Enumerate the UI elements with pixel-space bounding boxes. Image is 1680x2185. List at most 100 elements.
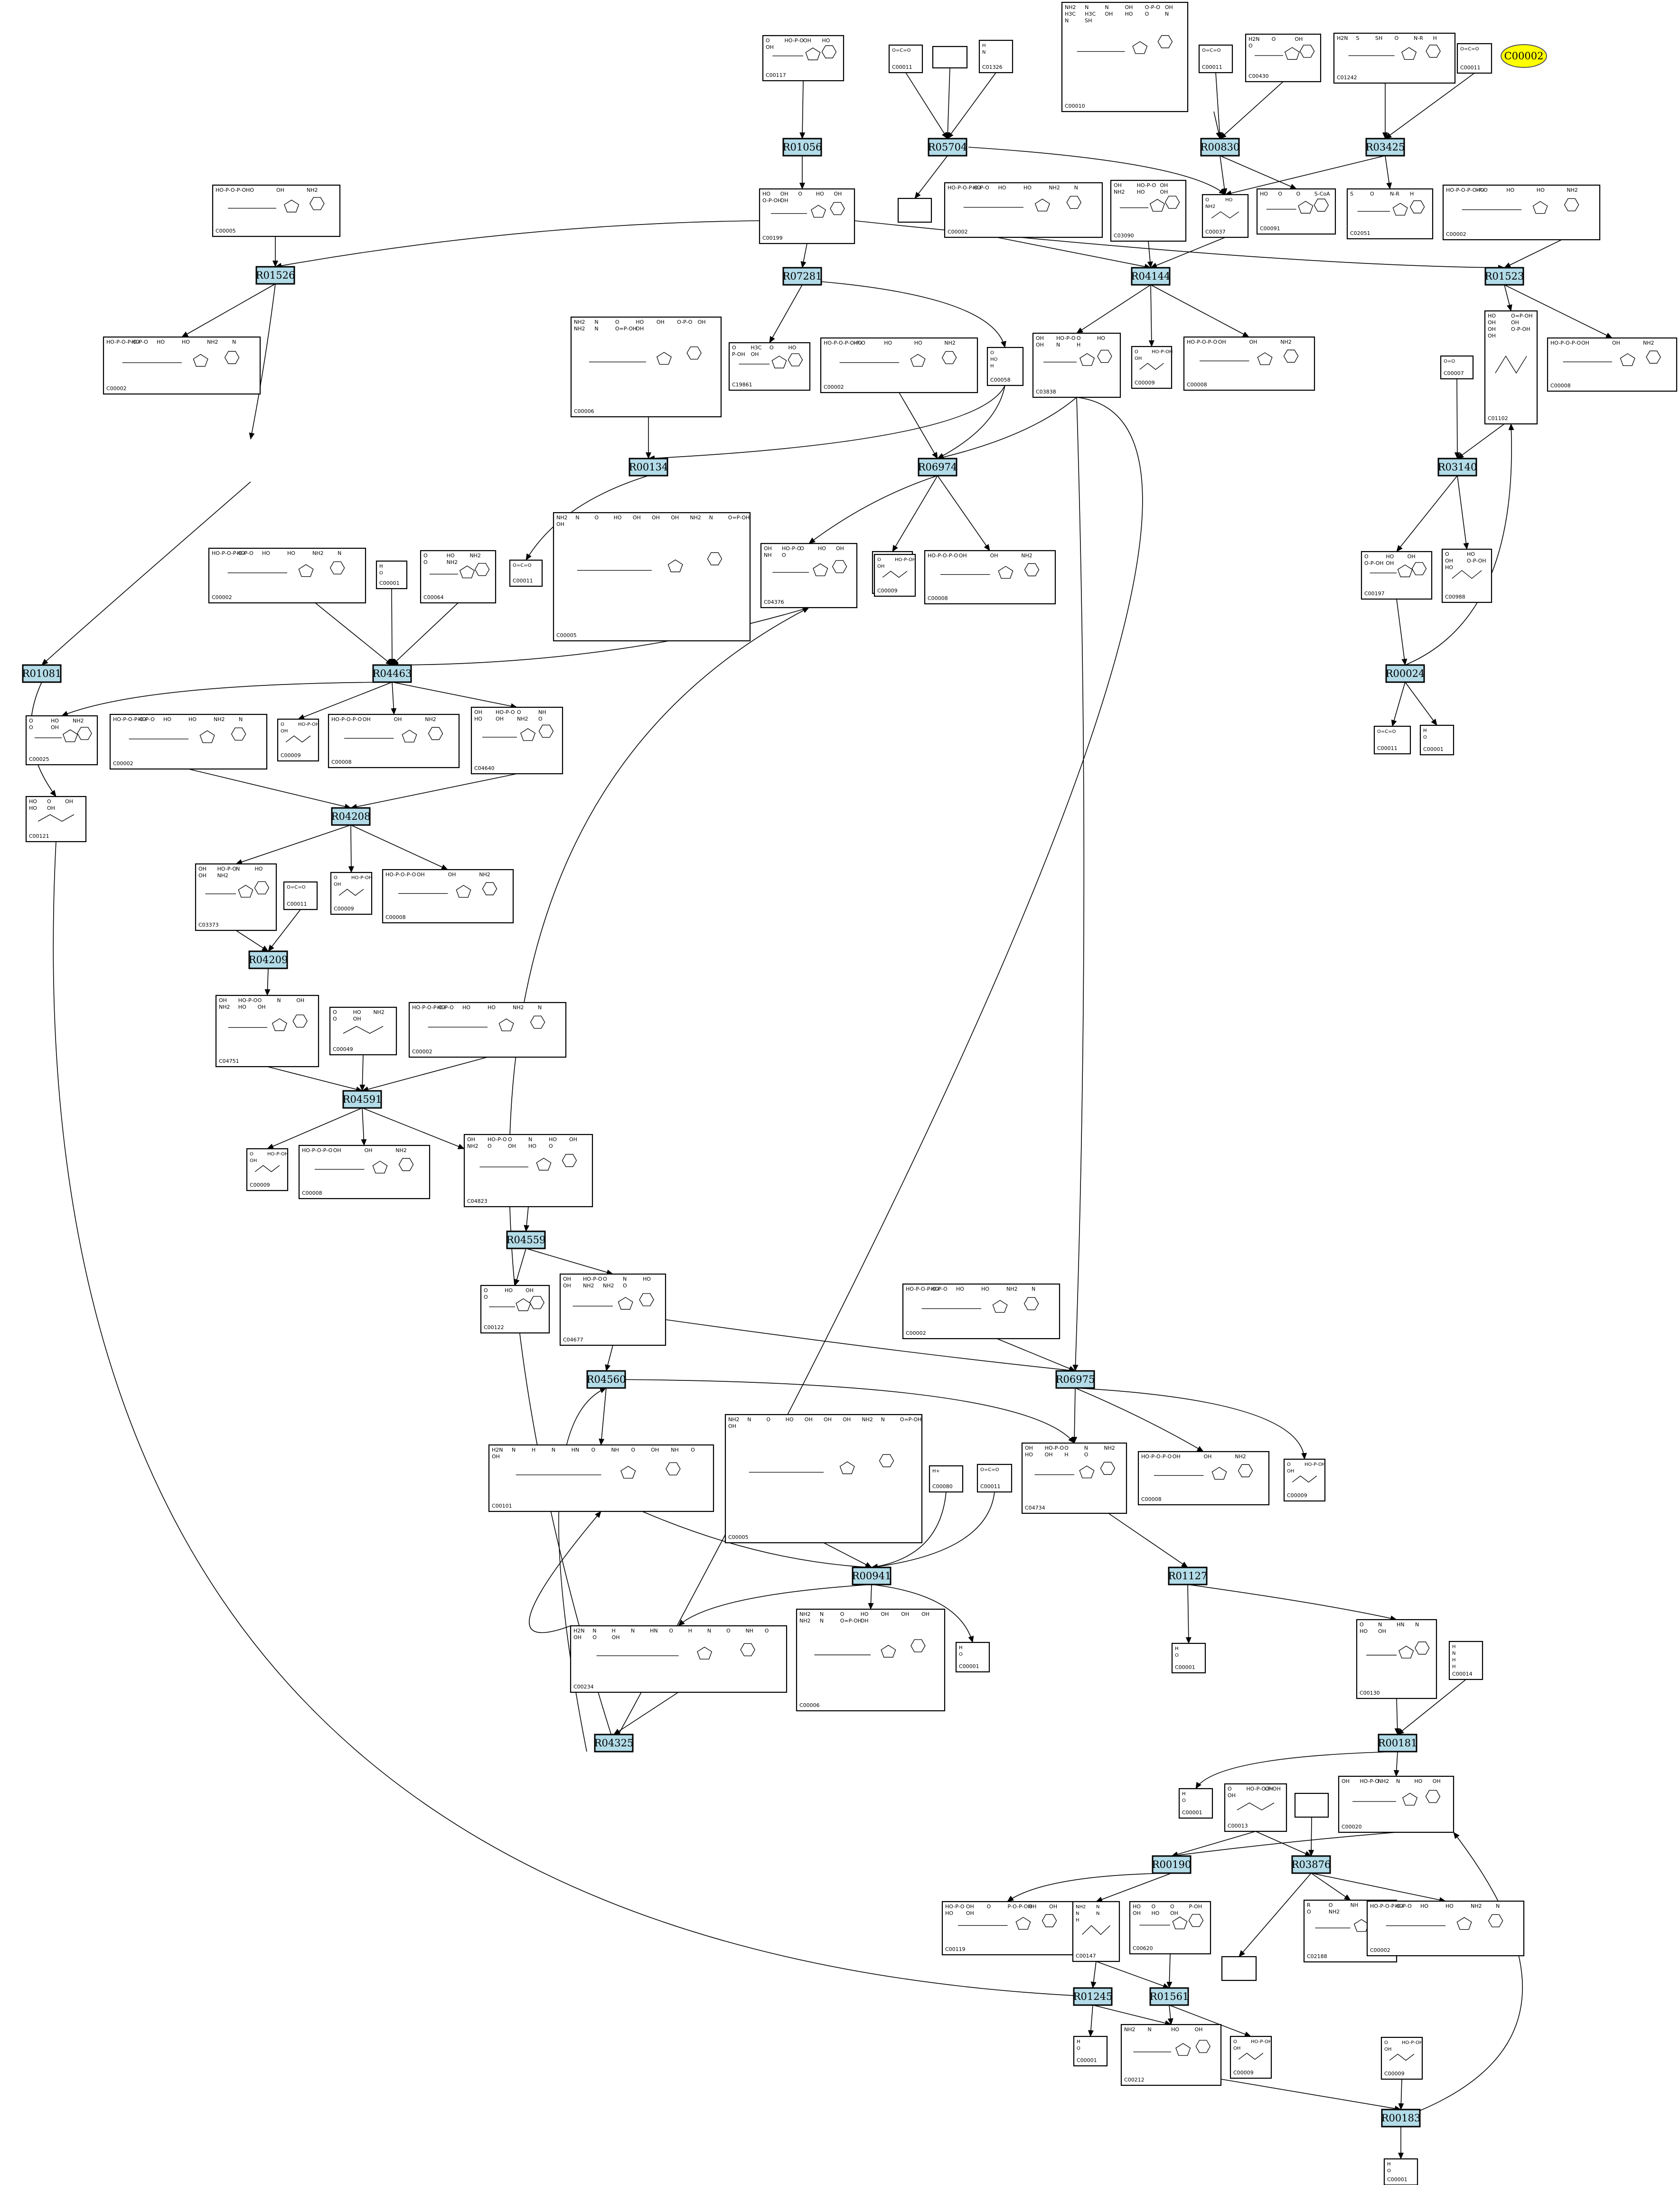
reaction-node[interactable]: R04463 [372,664,412,683]
reaction-node[interactable]: R03140 [1437,458,1477,477]
compound-node[interactable] [932,46,968,69]
reaction-node[interactable]: R01127 [1168,1566,1208,1585]
reaction-node[interactable]: R06975 [1055,1370,1095,1389]
reaction-node[interactable]: R00183 [1381,2109,1421,2128]
reaction-node[interactable]: R00190 [1152,1855,1192,1874]
compound-node[interactable] [1294,1792,1329,1818]
reaction-node[interactable]: R01561 [1149,1987,1189,2006]
reaction-node[interactable]: R04325 [594,1734,634,1753]
reaction-node[interactable]: R04591 [342,1090,382,1109]
reaction-node[interactable]: R03876 [1291,1855,1331,1874]
reaction-node[interactable]: R04209 [248,950,288,969]
reaction-node[interactable]: R01056 [782,138,822,157]
reaction-node[interactable]: R01081 [22,664,62,683]
reaction-node[interactable]: R04144 [1131,267,1171,286]
compound-node[interactable] [897,197,932,223]
reaction-node[interactable]: R05704 [928,138,967,157]
compound-node[interactable] [1221,1956,1257,1981]
reaction-node[interactable]: R00134 [629,458,668,477]
reaction-node[interactable]: R04560 [586,1370,626,1389]
reaction-node[interactable]: R07281 [782,267,822,286]
reaction-node[interactable]: R03425 [1365,138,1405,157]
compound-node[interactable]: H+C00080 [929,1465,964,1493]
reaction-node[interactable]: R04559 [506,1230,546,1249]
reaction-node[interactable]: R00941 [852,1566,892,1585]
reaction-node[interactable]: R00181 [1378,1734,1417,1753]
reaction-node[interactable]: R01526 [255,266,295,285]
reaction-node[interactable]: R06974 [918,458,957,477]
reaction-node[interactable]: R00024 [1385,664,1425,683]
reaction-node[interactable]: R04208 [331,807,371,826]
